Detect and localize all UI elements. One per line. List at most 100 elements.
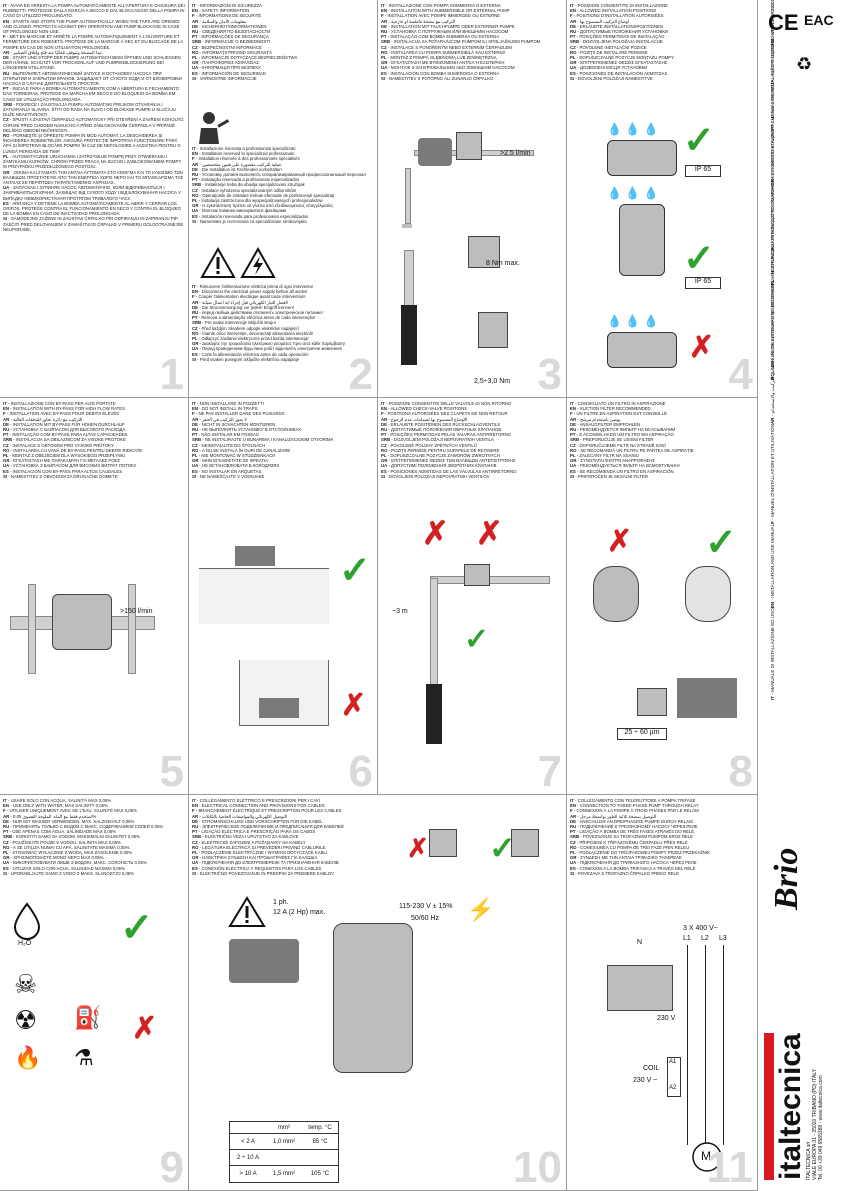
wire-l2: [705, 945, 706, 1145]
language-text: - ВЫПОЛНЯЕТ АВТОМАТИЧЕСКИЙ ЗАПУСК И ОСТА…: [3, 70, 182, 87]
language-line: EN - INSTALLATION WITH BY-PASS FOR HIGH …: [3, 406, 185, 411]
language-line: SRB - KORISTITI SAMO SA VODOM, MAKSIMALN…: [3, 834, 185, 839]
language-text: - INSTALLATION MIT BY-PASS FÜR HOHEN DUR…: [8, 421, 125, 427]
language-text: - NÃO INSTALAR EM FOSSAS: [197, 432, 259, 438]
panel-4: IT - POSIZIONI CONSENTITE DI INSTALLAZIO…: [567, 0, 758, 398]
language-text: - MONTAŻ Z POMPĄ GŁĘBINOWĄ LUB ZEWNĘTRZN…: [386, 55, 497, 61]
language-code: RO: [570, 447, 577, 453]
language-code: UA: [3, 860, 10, 866]
language-code: GR: [3, 169, 10, 175]
language-code: IT: [3, 401, 7, 406]
language-code: SI: [192, 870, 197, 876]
language-code: EN: [192, 406, 198, 412]
panel-number: 2: [348, 350, 373, 398]
language-text: - ZALECANY FILTR NA SSANIU: [575, 453, 639, 459]
water-drop-icon: [13, 902, 41, 940]
cross-icon: ✗: [341, 689, 367, 722]
language-line: PL - Odłączyć zasilanie elektryczne prze…: [192, 336, 374, 341]
language-line: DE - START UND STOPP DER PUMPE AUTOMATIS…: [3, 55, 185, 71]
language-line: F - MET EN MARCHE ET ARRÊTE LA POMPE AUT…: [3, 34, 185, 50]
language-line: RU - перед любым действием отключить эле…: [192, 310, 374, 315]
language-line: GR - ΣΥΝΙΣΤΑΤΑΙ ΦΙΛΤΡΟ ΑΝΑΡΡΟΦΗΣΗΣ: [570, 458, 754, 463]
language-text: - NIE MONTOWAĆ W STUDZIENKACH: [197, 453, 276, 459]
language-code: CZ: [192, 442, 198, 448]
language-text: - INICIA E PARA A BOMBA AUTOMATICAMENTE …: [3, 86, 180, 102]
language-line: DE - NUR MIT WASSER VERWENDEN. MAX. SALZ…: [3, 819, 185, 824]
coil-label: COIL: [643, 1065, 660, 1072]
language-text: - ІНСТРУКЦІЯ З МОНТАЖУ ТА ЕКСПЛУАТАЦІЇ: [770, 0, 775, 80]
language-text: - STARTS AND STOPS THE PUMP AUTOMATICALL…: [3, 18, 180, 35]
language-line: SI - Namestitev je rezervirana za specia…: [192, 219, 374, 224]
cable-gland-wrong: [429, 829, 457, 857]
language-text: - MANUALE DI INSTALLAZIONE ED USO: [770, 608, 775, 696]
check-icon: ✓: [339, 550, 371, 592]
language-text: - É ACONSELHADO UM FILTRO EM ASPIRAÇÃO: [575, 432, 674, 438]
language-line: CZ - ELEKTRICKÉ ZAPOJENÍ A POŽADAVKY NA …: [192, 840, 563, 845]
language-text: - NEINSTALUJTE DO ŠTOLNÁCH: [197, 442, 266, 448]
language-text: - USE APENAS COM ÁGUA, SALINIDADE MAX 0,…: [8, 829, 116, 835]
language-text: - أوضاع التركيب المسموح بها: [576, 18, 629, 24]
language-text: - ДОПУСТИМЫЕ ПОЛОЖЕНИЯ УСТАНОВКИ: [576, 29, 668, 35]
language-code: PL: [381, 55, 387, 61]
panel-8-text: IT - CONSIGLIATO UN FILTRO IN ASPIRAZION…: [570, 401, 754, 479]
language-line: IT - MANUALE DI INSTALLAZIONE ED USO: [770, 608, 775, 700]
language-code: CZ: [192, 187, 198, 193]
language-line: DE - NICHT IN SCHÄCHTEN MONTIEREN: [192, 422, 374, 427]
dirty-filter: [593, 566, 639, 622]
language-code: IT: [192, 3, 196, 8]
language-code: ES: [570, 70, 576, 76]
table-row: < 2 A 1,0 mm² 85 °C: [230, 1134, 338, 1150]
pump-motor: [229, 939, 299, 983]
language-text: - Instalacja zastrzeżona dla wyspecjaliz…: [197, 198, 323, 204]
language-code: PT: [381, 34, 387, 40]
language-line: AR - التوصيل بمضخة ثلاثية الطور بواسطة م…: [570, 814, 754, 819]
language-line: DE - Die Installation ist Fachleuten vor…: [192, 167, 374, 172]
language-line: IT - POSIZIONI CONSENTITE DELLE VALVOLE …: [381, 401, 563, 406]
language-line: DE - ERLAUBTE INSTALLATIONSPOSITIONEN: [570, 24, 754, 29]
language-code: RU: [192, 427, 199, 433]
language-line: EN - STARTS AND STOPS THE PUMP AUTOMATIC…: [3, 19, 185, 35]
language-text: - USE ONLY WITH WATER, MAX SALINITY 0,05…: [8, 803, 108, 809]
submersible-pump: [426, 684, 442, 744]
language-line: PL - ZALECANY FILTR NA SSANIU: [570, 453, 754, 458]
language-code: RU: [570, 427, 577, 433]
language-code: PL: [192, 850, 198, 856]
language-text: - ANSAUGFILTER EMPFOHLEN: [575, 421, 641, 427]
language-line: PL - MONTAŻ Z OBEJŚCIEM DLA WYSOKIEGO PR…: [3, 453, 185, 458]
language-code: IT: [570, 3, 574, 8]
language-code: F: [192, 294, 195, 300]
language-text: - CONSIGLIATO UN FILTRO IN ASPIRAZIONE: [573, 401, 666, 406]
language-line: UA - ЗАПУСКАЄ І ЗУПИНЯЄ НАСОС АВТОМАТИЧН…: [3, 185, 185, 201]
language-text: - DOZVOLJENA POLOŽAJA INSTALACIJE: [579, 39, 663, 45]
language-line: EN - SAFETY INFORMATION: [192, 8, 374, 13]
language-code: IT: [381, 3, 385, 8]
language-line: ES - UTILIZAR SOLO CON AGUA, SALINIDAD M…: [3, 866, 185, 871]
language-text: - НЕ ВСТАНОВЛЮВАТИ В КОЛОДЯЗЯХ: [198, 463, 280, 469]
language-code: PT: [192, 177, 198, 183]
language-code: GR: [192, 60, 199, 66]
language-text: - SE RECOMANDĂ UN FILTRU PE PARTEA DE AS…: [576, 447, 694, 453]
language-code: EN: [770, 601, 775, 609]
torque-label: 2,5÷3,0 Nm: [474, 378, 511, 385]
language-code: ES: [570, 865, 576, 871]
language-line: RU - УСТАНОВКА С ПОГРУЖНЫМ ИЛИ ВНЕШНИМ Н…: [381, 29, 563, 34]
language-line: AR - لا يجوز التركيب في الحفر: [192, 417, 374, 422]
language-text: - ΕΓΧΕΙΡΙΔΙΟ ΕΓΚΑΤΑΣΤΑΣΗΣ ΚΑΙ ΧΡΗΣΗΣ: [770, 85, 775, 180]
language-code: ES: [381, 468, 387, 474]
language-text: - INSTALACIJA SA POTAPAJUĆOM PUMPOM ILI …: [390, 39, 541, 45]
language-code: EN: [381, 406, 387, 412]
language-line: EN - USE ONLY WITH WATER, MAX SALINITY 0…: [3, 803, 185, 808]
language-code: SRB: [570, 834, 580, 840]
language-code: UA: [770, 79, 775, 86]
language-text: - INFORMAŢII PRIVIND SIGURANŢA: [198, 49, 272, 55]
language-line: F - NE PAS INSTALLER DANS DES PUISARDS: [192, 411, 374, 416]
language-code: CZ: [3, 839, 9, 845]
language-line: RU - ДОПУСТИМЫЕ ПОЛОЖЕНИЯ УСТАНОВКИ: [570, 29, 754, 34]
language-code: ES: [192, 468, 198, 474]
language-text: - STOSOWAĆ WYŁĄCZNIE Z WODĄ, MAX ZASOLEN…: [8, 850, 133, 856]
language-code: CZ: [570, 442, 576, 448]
language-code: DE: [192, 23, 198, 29]
language-line: SI - NAMESTITEV Z OBVODOM ZA DRUGAČNE DO…: [3, 474, 185, 479]
language-code: SI: [3, 870, 8, 876]
panel-9-text: IT - USARE SOLO CON ACQUA, SALINITÀ MAX …: [3, 798, 185, 876]
